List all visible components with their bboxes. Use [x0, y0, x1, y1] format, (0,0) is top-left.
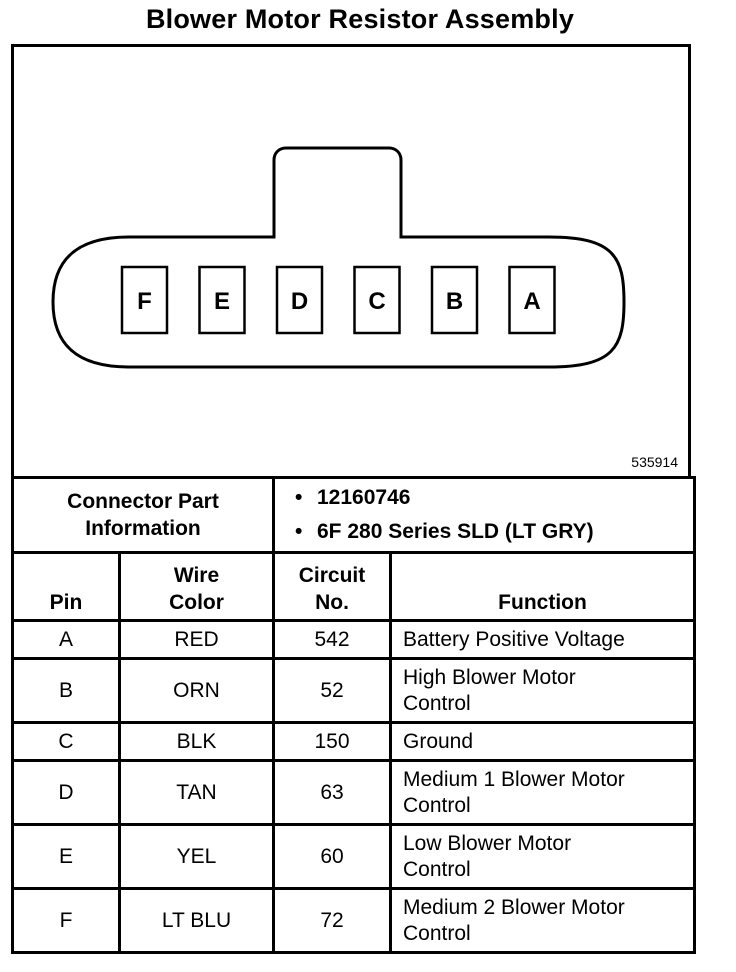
pin-label-c: C [368, 288, 385, 315]
connector-outline [51, 146, 626, 369]
pin-cavity-f [120, 265, 169, 335]
cell-pin: F [11, 887, 121, 954]
cell-function: Ground [389, 721, 696, 762]
connector-info-values: 12160746 6F 280 Series SLD (LT GRY) [272, 476, 696, 554]
connector-series: 6F 280 Series SLD (LT GRY) [317, 515, 693, 549]
header-wire-color: Wire Color [118, 551, 275, 622]
cell-wire-color: BLK [118, 721, 275, 762]
table-row: C BLK 150 Ground [11, 721, 696, 762]
pin-cavity-c [353, 265, 401, 335]
pin-label-a: A [523, 288, 540, 315]
connector-info-label: Connector Part Information [11, 476, 275, 554]
cell-wire-color: YEL [118, 823, 275, 890]
header-function: Function [389, 551, 696, 622]
figure-number: 535914 [631, 454, 678, 470]
header-pin: Pin [11, 551, 121, 622]
pin-cavity-a [508, 265, 556, 335]
connector-info-row: Connector Part Information 12160746 6F 2… [11, 476, 696, 554]
table-row: A RED 542 Battery Positive Voltage [11, 619, 696, 660]
pinout-table: Connector Part Information 12160746 6F 2… [11, 476, 696, 954]
cell-circuit: 63 [272, 759, 392, 826]
cell-pin: D [11, 759, 121, 826]
connector-diagram: F E D C B A 535914 [11, 44, 691, 476]
header-circuit-no: Circuit No. [272, 551, 392, 622]
cell-wire-color: ORN [118, 657, 275, 724]
page-title: Blower Motor Resistor Assembly [145, 4, 575, 34]
cell-pin: E [11, 823, 121, 890]
cell-pin: A [11, 619, 121, 660]
pin-label-f: F [137, 288, 152, 315]
cell-wire-color: TAN [118, 759, 275, 826]
cell-wire-color: LT BLU [118, 887, 275, 954]
pin-label-d: D [291, 288, 308, 315]
cell-circuit: 52 [272, 657, 392, 724]
table-header-row: Pin Wire Color Circuit No. Function [11, 551, 696, 622]
pin-cavity-d [275, 265, 324, 335]
cell-circuit: 60 [272, 823, 392, 890]
pin-label-e: E [214, 288, 230, 315]
cell-function: Battery Positive Voltage [389, 619, 696, 660]
pin-label-b: B [446, 288, 463, 315]
cell-wire-color: RED [118, 619, 275, 660]
cell-pin: C [11, 721, 121, 762]
pin-cavity-e [198, 265, 246, 335]
cell-circuit: 542 [272, 619, 392, 660]
cell-circuit: 150 [272, 721, 392, 762]
part-number: 12160746 [317, 481, 693, 515]
cell-circuit: 72 [272, 887, 392, 954]
cell-pin: B [11, 657, 121, 724]
pin-cavity-b [430, 265, 479, 335]
